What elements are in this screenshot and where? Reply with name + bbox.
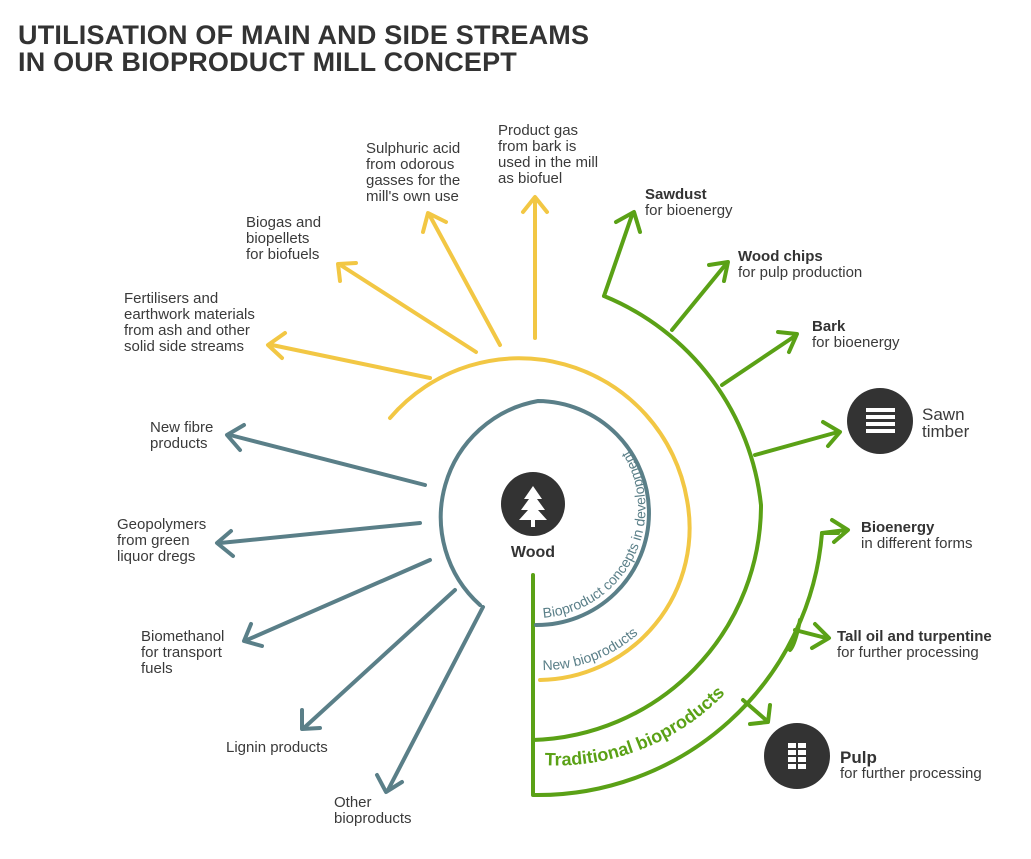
lumber-stack-icon (866, 408, 895, 433)
label-sawn-timber: Sawn timber (922, 405, 970, 441)
label-tall-oil: Tall oil and turpentine for further proc… (837, 628, 992, 661)
arrow-fertilisers (270, 343, 432, 380)
label-lignin: Lignin products (226, 739, 328, 756)
arrow-biogas (340, 264, 478, 354)
traditional-spiral (531, 531, 840, 798)
traditional-flow (531, 210, 850, 798)
traditional-arc-inner (531, 294, 763, 742)
label-pulp: Pulp for further processing (840, 748, 982, 782)
label-sawdust: Sawdust for bioenergy (645, 186, 733, 219)
label-new-fibre: New fibre products (150, 419, 214, 452)
title-line-1: UTILISATION OF MAIN AND SIDE STREAMS (18, 20, 590, 50)
arrow-biomethanol (245, 558, 432, 642)
label-fertilisers: Fertilisers and earthwork materials from… (124, 290, 255, 355)
arrow-bark (720, 334, 797, 387)
arrow-sulphuric (428, 214, 502, 347)
arrow-pulp (741, 698, 768, 722)
label-sulphuric-acid: Sulphuric acid from odorous gasses for t… (366, 140, 461, 205)
label-biomethanol: Biomethanol for transport fuels (141, 628, 225, 677)
pulp-badge (764, 723, 830, 789)
development-arc (438, 399, 651, 628)
new-arc-label: New bioproducts (542, 624, 640, 673)
label-other-bioproducts: Other bioproducts (334, 794, 412, 827)
title-line-2: IN OUR BIOPRODUCT MILL CONCEPT (18, 47, 518, 77)
arrow-lignin (303, 588, 457, 729)
new-flow (266, 195, 692, 682)
arrow-tall-oil-branch (788, 618, 802, 652)
arrow-geopolymers (218, 521, 422, 545)
label-geopolymers: Geopolymers from green liquor dregs (117, 516, 207, 565)
wood-center: Wood (501, 472, 565, 561)
label-wood-chips: Wood chips for pulp production (738, 248, 863, 281)
sawn-timber-badge (847, 388, 913, 454)
arrow-new-fibre (228, 433, 427, 487)
arrow-other (386, 605, 485, 792)
label-biogas: Biogas and biopellets for biofuels (246, 214, 322, 263)
development-arc-label: Bioproduct concepts in development (542, 448, 649, 621)
arrow-tall-oil (793, 628, 828, 640)
development-flow (215, 399, 651, 794)
label-bark: Bark for bioenergy (812, 318, 900, 351)
wood-label: Wood (511, 544, 555, 561)
traditional-arc-label: Traditional bioproducts (545, 682, 729, 770)
arrow-bioenergy (820, 528, 848, 535)
label-bioenergy: Bioenergy in different forms (861, 519, 973, 552)
new-arc (388, 356, 692, 682)
tree-icon (519, 486, 547, 527)
pulp-bales-icon (788, 743, 806, 769)
arrow-sawn-timber (753, 430, 840, 457)
label-product-gas: Product gas from bark is used in the mil… (498, 122, 599, 187)
arrow-sawdust (602, 213, 634, 298)
page-title: UTILISATION OF MAIN AND SIDE STREAMS IN … (18, 22, 589, 76)
arrow-wood-chips (670, 262, 728, 332)
